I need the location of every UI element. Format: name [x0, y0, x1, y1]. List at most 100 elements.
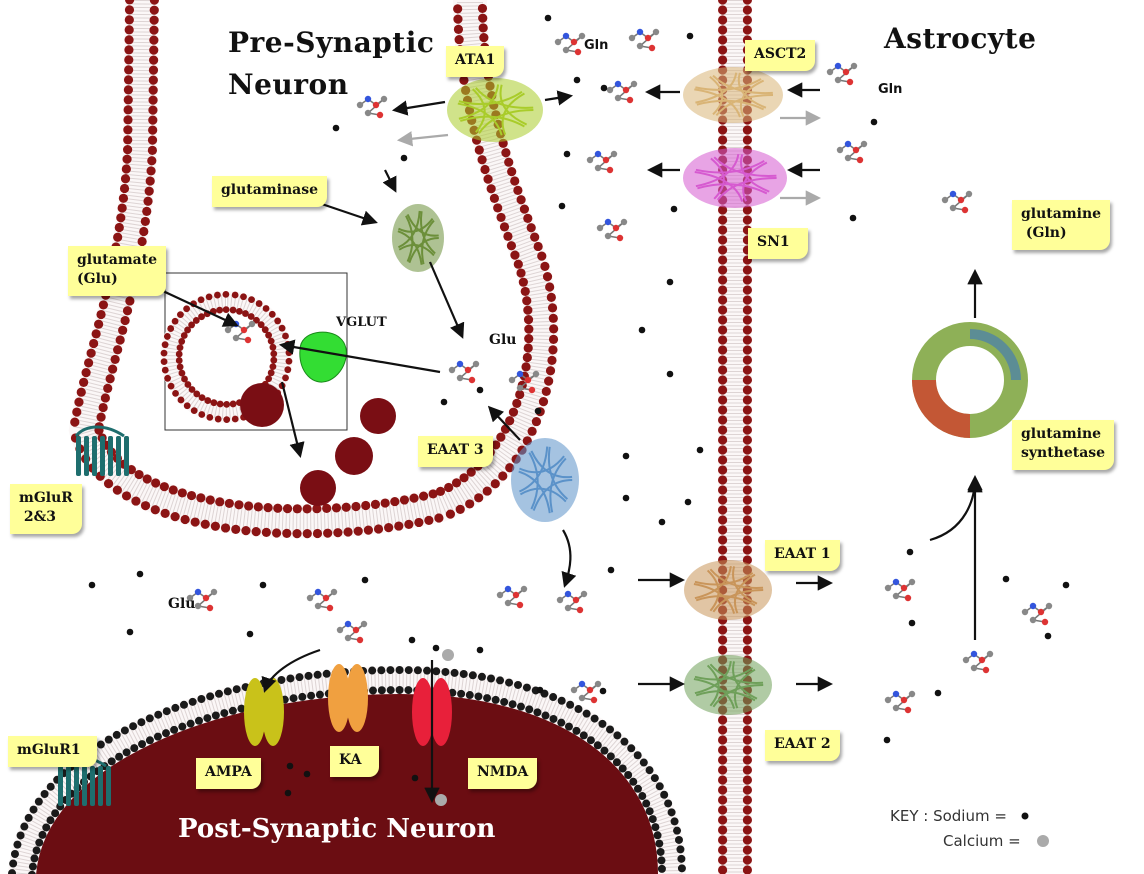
sodium-ion — [1063, 582, 1070, 589]
sodium-ion — [623, 453, 630, 460]
gln-label-right: Gln — [878, 82, 902, 97]
dense-core-vesicle — [360, 398, 396, 434]
sodium-ion — [623, 495, 630, 502]
sodium-ion — [409, 637, 416, 644]
glu-label-cleft: Glu — [168, 596, 195, 612]
amino-acid-molecule — [607, 81, 637, 103]
amino-acid-molecule — [307, 589, 337, 611]
amino-acid-molecule — [885, 579, 915, 601]
arrow-dash-ata1 — [545, 96, 570, 100]
glu-label-mid: Glu — [489, 332, 516, 348]
eaat3-callout: EAAT 3 — [418, 436, 493, 467]
sodium-ion — [433, 645, 440, 652]
sodium-ion — [285, 790, 292, 797]
sn1-transporter — [683, 148, 787, 208]
calcium-ion — [435, 794, 447, 806]
amino-acid-molecule — [885, 691, 915, 713]
sodium-ion — [685, 499, 692, 506]
amino-acid-molecule — [587, 151, 617, 173]
sodium-ion — [659, 519, 666, 526]
sodium-ion — [884, 737, 891, 744]
key-sodium-swatch — [1022, 813, 1029, 820]
ampa-callout: AMPA — [196, 758, 261, 789]
sodium-ion — [89, 582, 96, 589]
ata1-callout: ATA1 — [446, 46, 504, 77]
amino-acid-molecule — [497, 586, 527, 608]
amino-acid-molecule — [597, 219, 627, 241]
key-sodium-label: KEY : Sodium = — [890, 807, 1007, 825]
sodium-ion — [697, 447, 704, 454]
sodium-ion — [600, 688, 607, 695]
arrow-vesicle-release — [282, 382, 300, 455]
sodium-ion — [333, 125, 340, 132]
eaat3-transporter — [511, 438, 579, 522]
mglur1-callout: mGluR1 — [8, 736, 97, 767]
sodium-ion — [247, 631, 254, 638]
arrow-eaat3-line — [563, 530, 570, 585]
synaptic-vesicle — [161, 273, 396, 506]
sodium-ion — [608, 567, 615, 574]
eaat2-callout: EAAT 2 — [765, 730, 840, 761]
amino-acid-molecule — [449, 361, 479, 383]
amino-acid-molecule — [571, 681, 601, 703]
amino-acid-molecule — [337, 621, 367, 643]
mglur23-callout: mGluR 2&3 — [10, 484, 82, 534]
sodium-ion — [574, 77, 581, 84]
ka-callout: KA — [330, 746, 379, 777]
asct2-callout: ASCT2 — [745, 40, 815, 71]
sodium-ion — [1045, 633, 1052, 640]
nmda-callout: NMDA — [468, 758, 537, 789]
sodium-ion — [537, 687, 544, 694]
sodium-ion — [907, 549, 914, 556]
sodium-ion — [287, 763, 294, 770]
key-calcium-swatch — [1037, 835, 1049, 847]
sodium-ion — [127, 629, 134, 636]
arrow-glutaminase-to-glu — [430, 262, 462, 336]
sodium-ion — [477, 647, 484, 654]
asct2-transporter — [683, 67, 783, 123]
key-calcium-label: Calcium = — [943, 832, 1021, 850]
glutamate-callout: glutamate (Glu) — [68, 246, 166, 296]
astrocyte-membrane — [718, 0, 752, 874]
sodium-ion — [401, 155, 408, 162]
eaat1-callout: EAAT 1 — [765, 540, 840, 571]
amino-acid-molecule — [225, 321, 255, 343]
vglut-label: VGLUT — [336, 315, 387, 330]
arrow-gln-to-glutaminase — [385, 170, 395, 190]
glutamine-synthetase-callout: glutamine synthetase — [1012, 420, 1114, 470]
eaat2-transporter — [684, 655, 772, 715]
sodium-ion — [304, 771, 311, 778]
glutaminase-enzyme — [392, 204, 444, 272]
sodium-ion — [441, 399, 448, 406]
amino-acid-molecule — [555, 33, 585, 55]
astrocyte-title: Astrocyte — [884, 22, 1036, 55]
sodium-ion — [909, 620, 916, 627]
sodium-ion — [362, 577, 369, 584]
glutamine-synthetase-enzyme — [924, 334, 1016, 426]
amino-acid-molecule — [557, 591, 587, 613]
sodium-ion — [477, 387, 484, 394]
arrow-ata1-grey — [400, 135, 448, 140]
sodium-ion — [667, 371, 674, 378]
sodium-ion — [935, 690, 942, 697]
calcium-ion — [442, 649, 454, 661]
sodium-ion — [535, 408, 542, 415]
sodium-ion — [871, 119, 878, 126]
sodium-ion — [687, 33, 694, 40]
vglut-transporter — [300, 332, 347, 382]
sodium-ion — [601, 85, 608, 92]
dense-core-vesicle — [300, 470, 336, 506]
sodium-ion — [260, 582, 267, 589]
amino-acid-molecule — [942, 191, 972, 213]
sodium-ion — [639, 327, 646, 334]
sodium-ion — [545, 15, 552, 22]
sodium-ion — [671, 206, 678, 213]
sodium-ion — [1003, 576, 1010, 583]
amino-acid-molecule — [1022, 603, 1052, 625]
sodium-ion — [850, 215, 857, 222]
dense-core-vesicle — [240, 383, 284, 427]
arrow-eaat1-to-gs — [930, 478, 975, 540]
sodium-ion — [667, 279, 674, 286]
